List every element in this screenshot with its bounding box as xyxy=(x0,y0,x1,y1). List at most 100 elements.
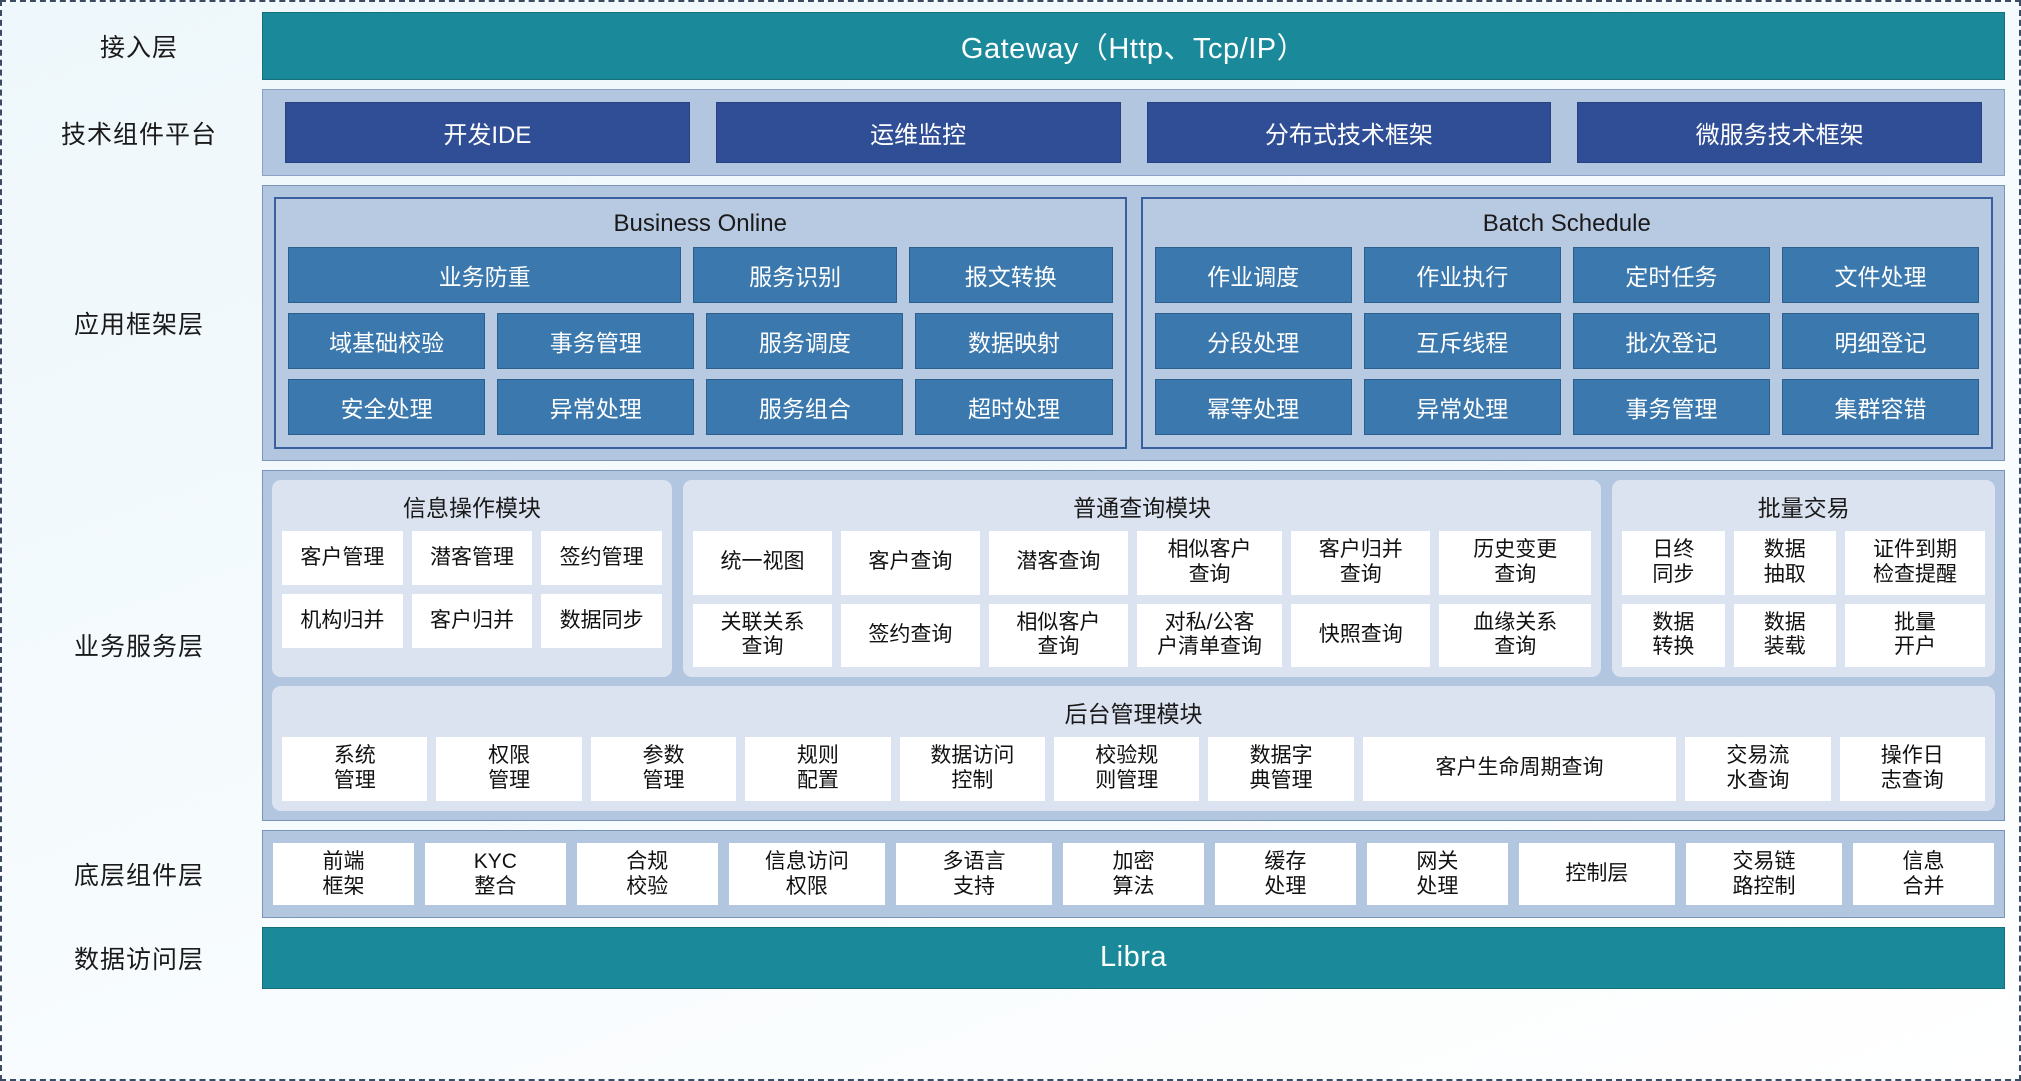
cell-data-access-control[interactable]: 数据访问控制 xyxy=(899,737,1046,801)
tech-item-microservice-framework[interactable]: 微服务技术框架 xyxy=(1577,102,1982,163)
layer-access: 接入层 Gateway（Http、Tcp/IP） xyxy=(16,12,2005,80)
layer-label-app-framework: 应用框架层 xyxy=(73,311,204,339)
tech-item-dev-ide[interactable]: 开发IDE xyxy=(285,102,690,163)
cell-data-dictionary-mgmt[interactable]: 数据字典管理 xyxy=(1208,737,1354,801)
module-info-operation: 信息操作模块 客户管理 潜客管理 签约管理 机构归并 客户归并 数据同步 xyxy=(272,480,673,678)
module-grid-row: 日终同步 数据抽取 证件到期检查提醒 xyxy=(1622,531,1986,595)
cell-data-extract[interactable]: 数据抽取 xyxy=(1733,531,1836,595)
cell-relation-query[interactable]: 关联关系查询 xyxy=(693,603,832,668)
layer-label-base-component: 底层组件层 xyxy=(73,861,204,890)
cell-data-transform[interactable]: 数据转换 xyxy=(1622,603,1725,668)
tech-item-distributed-framework[interactable]: 分布式技术框架 xyxy=(1146,102,1552,163)
cell-transaction-log-query[interactable]: 交易流水查询 xyxy=(1685,737,1831,801)
cell-compliance-check[interactable]: 合规校验 xyxy=(576,842,718,905)
cell-prospect-query[interactable]: 潜客查询 xyxy=(988,531,1128,595)
cell-customer-query[interactable]: 客户查询 xyxy=(840,531,980,595)
chip-batch-transaction-mgmt[interactable]: 事务管理 xyxy=(1572,379,1770,435)
chip-mutex-thread[interactable]: 互斥线程 xyxy=(1363,313,1561,369)
cell-org-merge[interactable]: 机构归并 xyxy=(282,594,403,648)
spacer xyxy=(16,461,2005,470)
cell-data-sync[interactable]: 数据同步 xyxy=(541,594,663,648)
layer-body-business-service: 信息操作模块 客户管理 潜客管理 签约管理 机构归并 客户归并 数据同步 xyxy=(262,470,2005,821)
cell-contract-mgmt[interactable]: 签约管理 xyxy=(541,531,663,585)
cell-rule-config[interactable]: 规则配置 xyxy=(745,737,891,801)
group-business-online: Business Online 业务防重 服务识别 报文转换 域基础校验 事务管… xyxy=(274,197,1127,449)
chip-file-handling[interactable]: 文件处理 xyxy=(1781,247,1979,303)
gateway-bar[interactable]: Gateway（Http、Tcp/IP） xyxy=(262,12,2005,80)
cell-encryption-algorithm[interactable]: 加密算法 xyxy=(1063,842,1204,905)
chip-service-composition[interactable]: 服务组合 xyxy=(706,379,904,435)
cell-info-access-permission[interactable]: 信息访问权限 xyxy=(728,842,885,905)
business-online-grid: 业务防重 服务识别 报文转换 域基础校验 事务管理 服务调度 数据映射 安全处理 xyxy=(288,247,1113,435)
cell-control-layer[interactable]: 控制层 xyxy=(1518,842,1675,905)
cell-private-corporate-list-query[interactable]: 对私/公客户清单查询 xyxy=(1136,603,1283,668)
chip-service-dispatch[interactable]: 服务调度 xyxy=(706,313,904,369)
spacer xyxy=(16,821,2005,830)
module-batch-transaction: 批量交易 日终同步 数据抽取 证件到期检查提醒 数据转换 数据装载 批量开户 xyxy=(1612,480,1995,678)
cell-customer-lifecycle-query[interactable]: 客户生命周期查询 xyxy=(1362,737,1677,801)
chip-data-mapping[interactable]: 数据映射 xyxy=(915,313,1113,369)
module-grid-info-operation: 客户管理 潜客管理 签约管理 机构归并 客户归并 数据同步 xyxy=(282,531,663,648)
cell-cert-expiry-reminder[interactable]: 证件到期检查提醒 xyxy=(1844,531,1986,595)
business-service-modules-row: 信息操作模块 客户管理 潜客管理 签约管理 机构归并 客户归并 数据同步 xyxy=(272,480,1995,678)
cell-lineage-query[interactable]: 血缘关系查询 xyxy=(1439,603,1592,668)
cell-history-change-query[interactable]: 历史变更查询 xyxy=(1439,531,1592,595)
chip-message-transform[interactable]: 报文转换 xyxy=(908,247,1113,303)
grid-row: 业务防重 服务识别 报文转换 xyxy=(288,247,1113,303)
tech-item-ops-monitor[interactable]: 运维监控 xyxy=(715,102,1121,163)
chip-domain-validation[interactable]: 域基础校验 xyxy=(288,313,486,369)
cell-prospect-mgmt[interactable]: 潜客管理 xyxy=(411,531,533,585)
chip-cluster-fault-tolerance[interactable]: 集群容错 xyxy=(1781,379,1979,435)
cell-permission-mgmt[interactable]: 权限管理 xyxy=(436,737,582,801)
grid-row: 安全处理 异常处理 服务组合 超时处理 xyxy=(288,379,1113,435)
cell-system-mgmt[interactable]: 系统管理 xyxy=(282,737,428,801)
cell-parameter-mgmt[interactable]: 参数管理 xyxy=(590,737,737,801)
chip-batch-exception-handling[interactable]: 异常处理 xyxy=(1363,379,1561,435)
cell-unified-view[interactable]: 统一视图 xyxy=(693,531,832,595)
chip-service-identify[interactable]: 服务识别 xyxy=(693,247,897,303)
cell-similar-customer-query-2[interactable]: 相似客户查询 xyxy=(988,603,1128,668)
module-grid-row: 客户管理 潜客管理 签约管理 xyxy=(282,531,663,585)
group-batch-schedule: Batch Schedule 作业调度 作业执行 定时任务 文件处理 分段处理 … xyxy=(1140,197,1993,449)
spacer xyxy=(16,176,2005,185)
cell-validation-rule-mgmt[interactable]: 校验规则管理 xyxy=(1054,737,1200,801)
cell-frontend-framework[interactable]: 前端框架 xyxy=(273,842,414,905)
layer-tech-platform: 技术组件平台 开发IDE 运维监控 分布式技术框架 微服务技术框架 xyxy=(16,89,2005,176)
cell-eod-sync[interactable]: 日终同步 xyxy=(1622,531,1725,595)
chip-scheduled-task[interactable]: 定时任务 xyxy=(1572,247,1770,303)
cell-similar-customer-query[interactable]: 相似客户查询 xyxy=(1136,531,1283,595)
chip-idempotent-handling[interactable]: 幂等处理 xyxy=(1154,379,1352,435)
cell-batch-account-open[interactable]: 批量开户 xyxy=(1844,603,1986,668)
cell-info-merge[interactable]: 信息合并 xyxy=(1853,842,1995,905)
chip-business-dedup[interactable]: 业务防重 xyxy=(288,247,682,303)
module-common-query: 普通查询模块 统一视图 客户查询 潜客查询 相似客户查询 客户归并查询 历史变更… xyxy=(683,480,1602,678)
spacer xyxy=(16,918,2005,927)
layer-label-access: 接入层 xyxy=(99,34,178,62)
cell-gateway-handling[interactable]: 网关处理 xyxy=(1366,842,1508,905)
chip-batch-register[interactable]: 批次登记 xyxy=(1572,313,1770,369)
chip-job-schedule[interactable]: 作业调度 xyxy=(1154,247,1352,303)
chip-segment-processing[interactable]: 分段处理 xyxy=(1154,313,1352,369)
layer-body-data-access: Libra xyxy=(262,926,2005,989)
cell-customer-mgmt[interactable]: 客户管理 xyxy=(282,531,403,585)
cell-cache-handling[interactable]: 缓存处理 xyxy=(1214,842,1356,905)
chip-security-handling[interactable]: 安全处理 xyxy=(288,379,486,435)
cell-operation-log-query[interactable]: 操作日志查询 xyxy=(1839,737,1985,801)
batch-schedule-grid: 作业调度 作业执行 定时任务 文件处理 分段处理 互斥线程 批次登记 明细登记 xyxy=(1154,247,1979,435)
cell-snapshot-query[interactable]: 快照查询 xyxy=(1291,603,1431,668)
chip-timeout-handling[interactable]: 超时处理 xyxy=(915,379,1113,435)
cell-customer-merge-query[interactable]: 客户归并查询 xyxy=(1291,531,1431,595)
cell-customer-merge[interactable]: 客户归并 xyxy=(411,594,533,648)
chip-exception-handling[interactable]: 异常处理 xyxy=(497,379,695,435)
cell-transaction-chain-control[interactable]: 交易链路控制 xyxy=(1685,842,1843,905)
cell-contract-query[interactable]: 签约查询 xyxy=(840,603,980,668)
libra-bar[interactable]: Libra xyxy=(262,926,2005,989)
chip-detail-register[interactable]: 明细登记 xyxy=(1781,313,1979,369)
chip-job-execute[interactable]: 作业执行 xyxy=(1363,247,1561,303)
chip-transaction-mgmt[interactable]: 事务管理 xyxy=(497,313,695,369)
cell-data-load[interactable]: 数据装载 xyxy=(1733,603,1836,668)
cell-multilanguage-support[interactable]: 多语言支持 xyxy=(895,842,1053,905)
